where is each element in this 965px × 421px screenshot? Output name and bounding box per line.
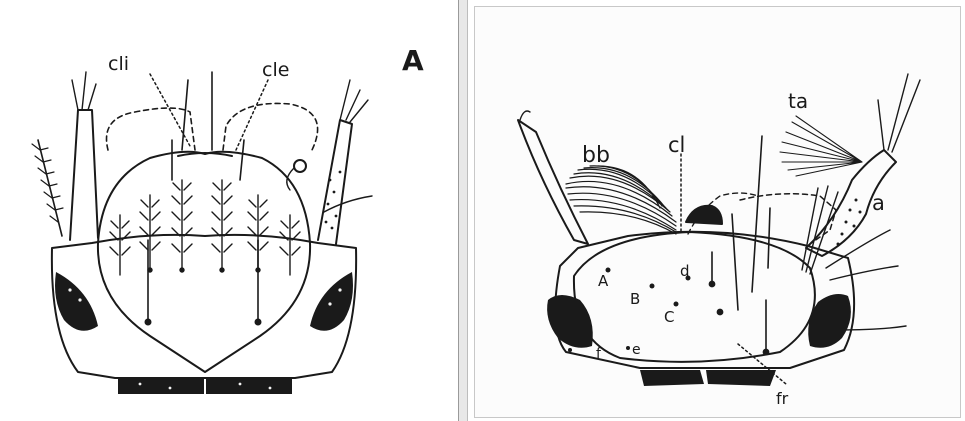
- label-cle: cle: [262, 59, 289, 81]
- label-B: B: [630, 290, 640, 308]
- label-cli: cli: [108, 53, 129, 75]
- label-fr: fr: [776, 389, 789, 408]
- label-d: d: [680, 262, 690, 280]
- label-A: A: [598, 272, 609, 290]
- label-bb: bb: [582, 143, 610, 168]
- pectinate-setae-a: [110, 180, 300, 275]
- label-ta: ta: [788, 89, 808, 113]
- label-e: e: [632, 342, 641, 358]
- brush-bb: [566, 166, 676, 234]
- label-C: C: [664, 308, 674, 326]
- head-capsule-a: [32, 72, 372, 378]
- label-cl: cl: [668, 133, 685, 157]
- label-a: a: [872, 191, 885, 215]
- panel-letter-a: A: [402, 44, 424, 77]
